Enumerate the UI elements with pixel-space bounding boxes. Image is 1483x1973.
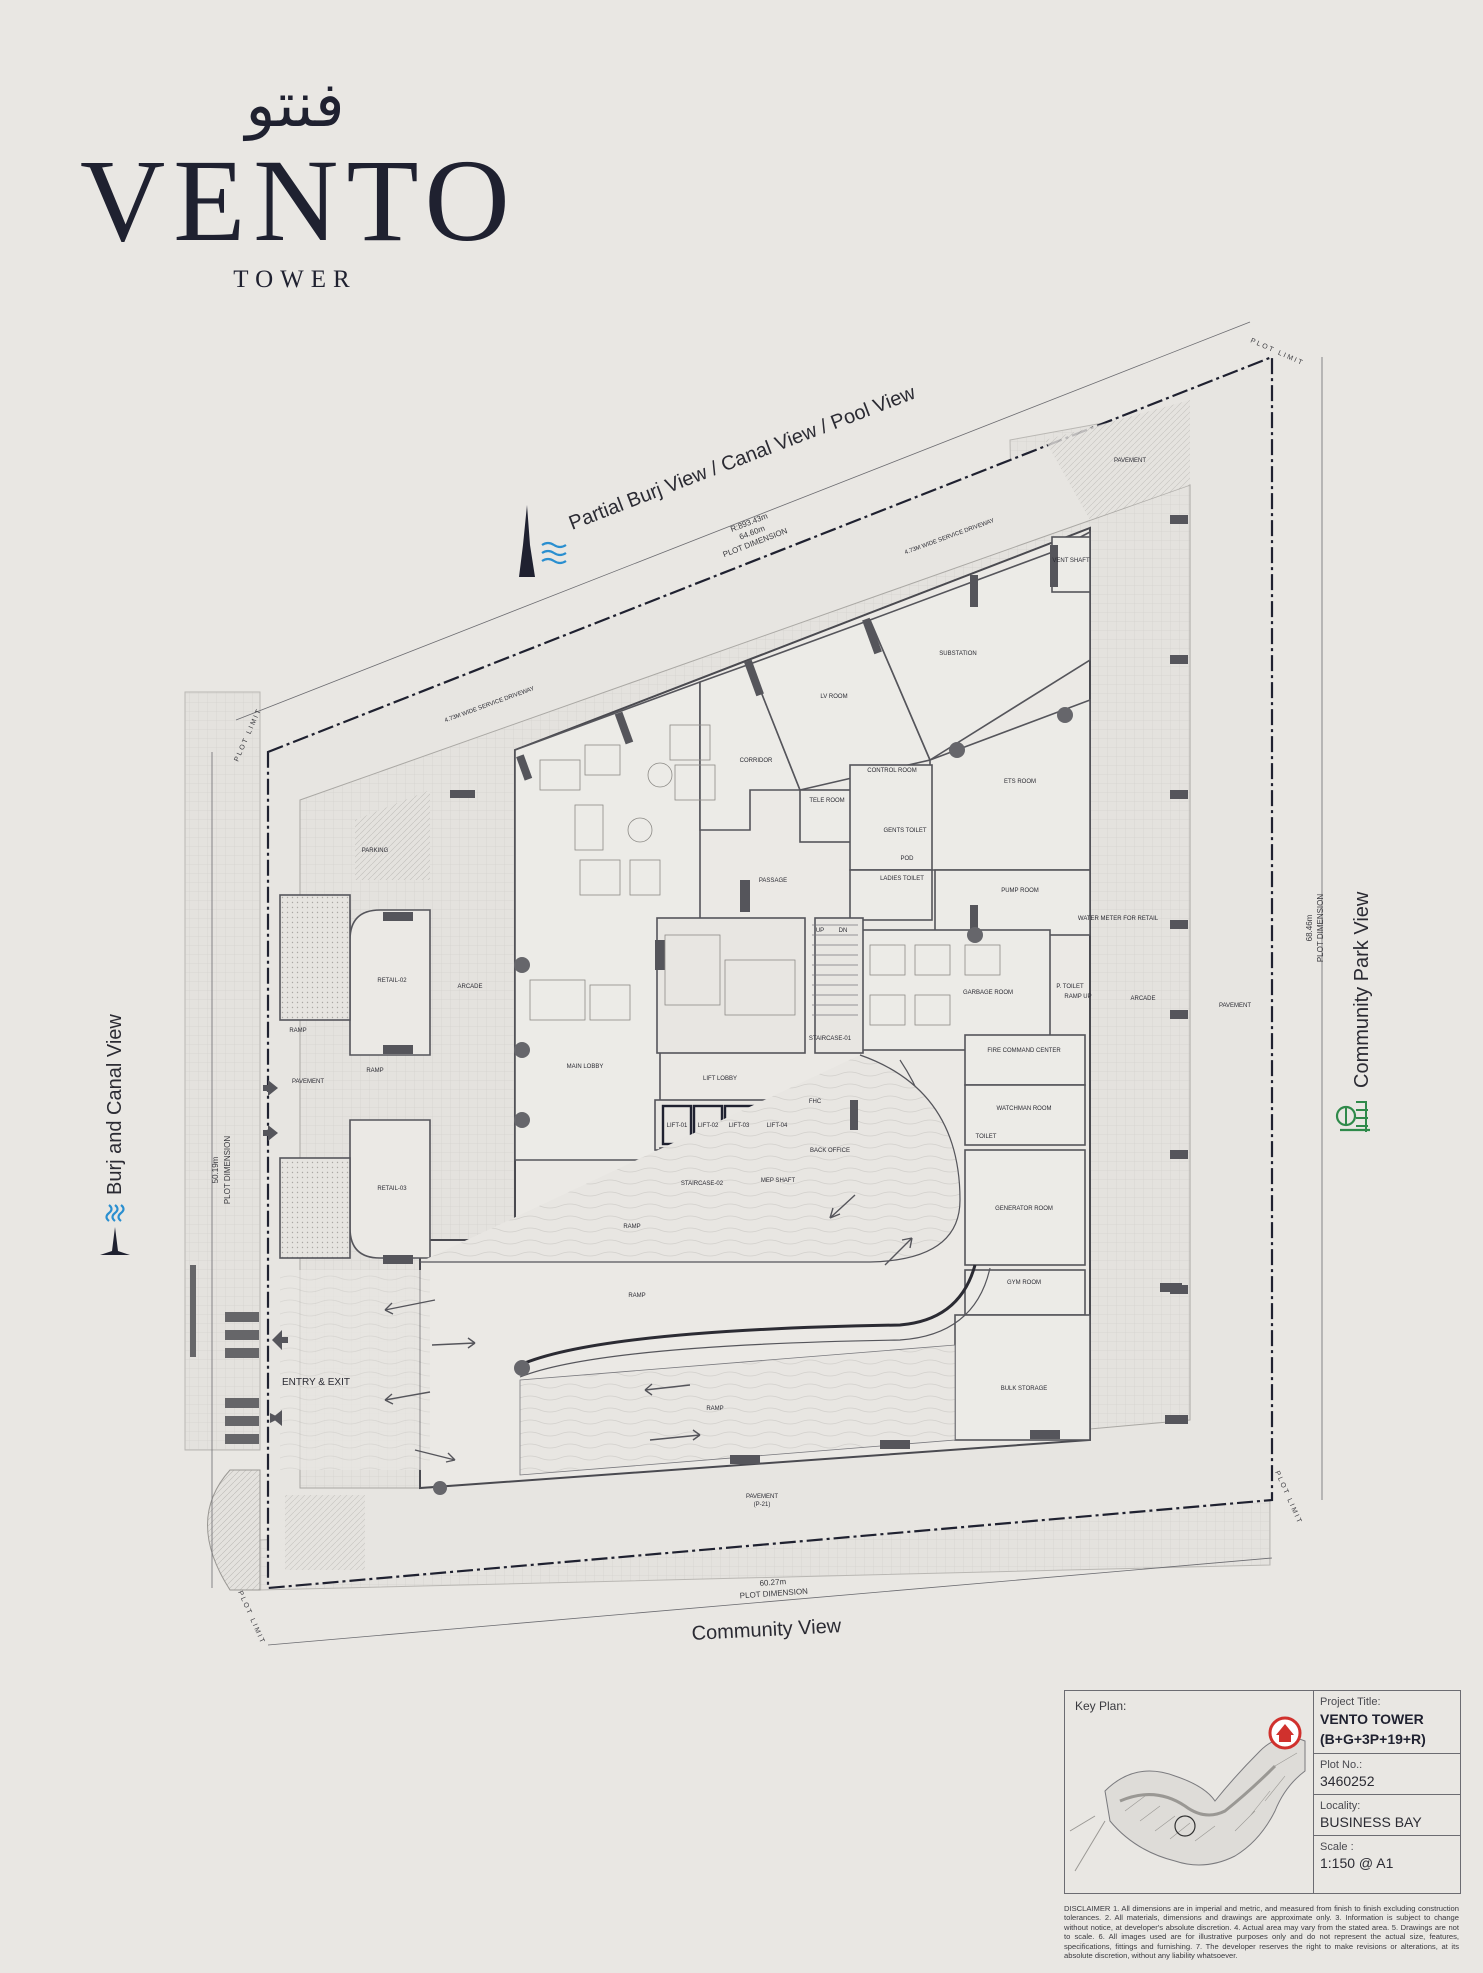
brand-logo: فنتو VENTO TOWER: [80, 70, 510, 294]
label-arcade-east: ARCADE: [1130, 996, 1155, 1002]
project-title-label: Project Title:: [1320, 1696, 1381, 1708]
project-title: VENTO TOWER: [1320, 1711, 1424, 1727]
disclaimer: DISCLAIMER 1. All dimensions are in impe…: [1064, 1904, 1459, 1961]
key-plan-label: Key Plan:: [1075, 1699, 1127, 1713]
label-p-toilet: P. TOILET: [1056, 984, 1084, 990]
label-up: UP: [816, 928, 824, 934]
label-lift-04: LIFT-04: [767, 1123, 788, 1129]
view-north: Partial Burj View / Canal View / Pool Vi…: [566, 382, 919, 535]
label-fhc: FHC: [809, 1099, 822, 1105]
plot-no-label: Plot No.:: [1320, 1759, 1363, 1771]
dimension-south: 60.27m PLOT DIMENSION: [739, 1577, 808, 1600]
burj-water-icon: [519, 505, 567, 577]
label-lift-lobby: LIFT LOBBY: [703, 1076, 737, 1082]
label-retail-03: RETAIL-03: [377, 1186, 407, 1192]
label-lift-01: LIFT-01: [667, 1123, 688, 1129]
svg-text:PLOT DIMENSION: PLOT DIMENSION: [1316, 894, 1325, 963]
label-pavement-north: PAVEMENT: [1114, 458, 1146, 464]
label-lift-03: LIFT-03: [729, 1123, 750, 1129]
info-panel: Key Plan: Project Title: VENTO TOWER (B+…: [1064, 1690, 1461, 1894]
label-dn: DN: [839, 928, 848, 934]
label-ets-room: ETS ROOM: [1004, 779, 1036, 785]
plot-limit-label: PLOT LIMIT: [236, 1590, 266, 1646]
parking-ramps: [280, 1054, 991, 1476]
project-config: (B+G+3P+19+R): [1320, 1731, 1426, 1747]
label-mep-shaft: MEP SHAFT: [761, 1178, 796, 1184]
label-staircase-01: STAIRCASE-01: [809, 1036, 852, 1042]
label-pavement-south-code: (P-21): [754, 1502, 771, 1508]
svg-text:PLOT DIMENSION: PLOT DIMENSION: [223, 1136, 232, 1205]
label-garbage-room: GARBAGE ROOM: [963, 990, 1013, 996]
label-ramp-d: RAMP: [628, 1293, 645, 1299]
label-pavement-south: PAVEMENT: [746, 1494, 778, 1500]
scale-label: Scale :: [1320, 1841, 1354, 1853]
dimension-west: 50.19m PLOT DIMENSION: [211, 1136, 232, 1205]
label-arcade-west: ARCADE: [457, 984, 482, 990]
label-ramp-c: RAMP: [623, 1224, 640, 1230]
scale-cell: Scale : 1:150 @ A1: [1314, 1836, 1460, 1876]
traffic-arrows: [263, 1080, 288, 1426]
label-pod: POD: [900, 856, 914, 862]
brand-subtitle: TOWER: [233, 266, 357, 293]
label-corridor: CORRIDOR: [740, 758, 773, 764]
label-watchman-room: WATCHMAN ROOM: [997, 1106, 1052, 1112]
key-plan-map: [1069, 1716, 1306, 1872]
locality: BUSINESS BAY: [1320, 1814, 1422, 1830]
label-lift-02: LIFT-02: [698, 1123, 719, 1129]
svg-text:68.46m: 68.46m: [1305, 914, 1314, 941]
locality-label: Locality:: [1320, 1800, 1361, 1812]
scale: 1:150 @ A1: [1320, 1855, 1394, 1871]
label-gym-room: GYM ROOM: [1007, 1280, 1041, 1286]
label-parking: PARKING: [362, 848, 389, 854]
svg-text:50.19m: 50.19m: [211, 1156, 220, 1183]
floor-plan: Partial Burj View / Canal View / Pool Vi…: [100, 321, 1373, 1646]
label-control-room: CONTROL ROOM: [867, 768, 916, 774]
label-toilet: TOILET: [976, 1134, 997, 1140]
label-ramp-a: RAMP: [289, 1028, 306, 1034]
label-bulk-storage: BULK STORAGE: [1001, 1386, 1048, 1392]
view-west: Burj and Canal View: [104, 1014, 126, 1195]
label-water-meter: WATER METER FOR RETAIL: [1078, 916, 1159, 922]
plot-limit-label: PLOT LIMIT: [1273, 1470, 1303, 1526]
view-east: Community Park View: [1351, 891, 1373, 1088]
label-main-lobby: MAIN LOBBY: [567, 1064, 604, 1070]
label-gents-toilet: GENTS TOILET: [883, 828, 926, 834]
brand-name: VENTO: [80, 135, 518, 266]
key-plan: Key Plan:: [1065, 1691, 1314, 1893]
label-pavement-east: PAVEMENT: [1219, 1003, 1251, 1009]
structural-columns: [383, 515, 1188, 1464]
label-generator-room: GENERATOR ROOM: [995, 1206, 1053, 1212]
locality-cell: Locality: BUSINESS BAY: [1314, 1795, 1460, 1836]
label-ramp-up: RAMP UP: [1064, 994, 1091, 1000]
burj-canal-icon: [100, 1204, 130, 1255]
entry-exit-label: ENTRY & EXIT: [282, 1377, 350, 1388]
svg-text:60.27m: 60.27m: [759, 1577, 787, 1588]
plot-no: 3460252: [1320, 1773, 1375, 1789]
label-tele-room: TELE ROOM: [809, 798, 844, 804]
svg-text:PLOT DIMENSION: PLOT DIMENSION: [739, 1587, 808, 1601]
label-fire-command: FIRE COMMAND CENTER: [987, 1048, 1061, 1054]
plot-no-cell: Plot No.: 3460252: [1314, 1754, 1460, 1795]
brand-arabic: فنتو: [245, 68, 345, 141]
label-pump-room: PUMP ROOM: [1001, 888, 1039, 894]
label-passage: PASSAGE: [759, 878, 787, 884]
label-retail-02: RETAIL-02: [377, 978, 407, 984]
label-staircase-02: STAIRCASE-02: [681, 1181, 724, 1187]
label-vent-shaft: VENT SHAFT: [1052, 558, 1090, 564]
label-ladies-toilet: LADIES TOILET: [880, 876, 924, 882]
dimension-east: 68.46m PLOT DIMENSION: [1305, 894, 1325, 963]
project-title-cell: Project Title: VENTO TOWER (B+G+3P+19+R): [1314, 1691, 1460, 1754]
crosswalk: [190, 1265, 259, 1444]
label-pavement-west: PAVEMENT: [292, 1079, 324, 1085]
view-south: Community View: [691, 1615, 842, 1645]
label-lv-room: LV ROOM: [820, 694, 847, 700]
label-ramp-b: RAMP: [366, 1068, 383, 1074]
label-ramp-e: RAMP: [706, 1406, 723, 1412]
label-substation: SUBSTATION: [939, 651, 976, 657]
label-back-office: BACK OFFICE: [810, 1148, 850, 1154]
park-tree-icon: [1335, 1101, 1370, 1132]
